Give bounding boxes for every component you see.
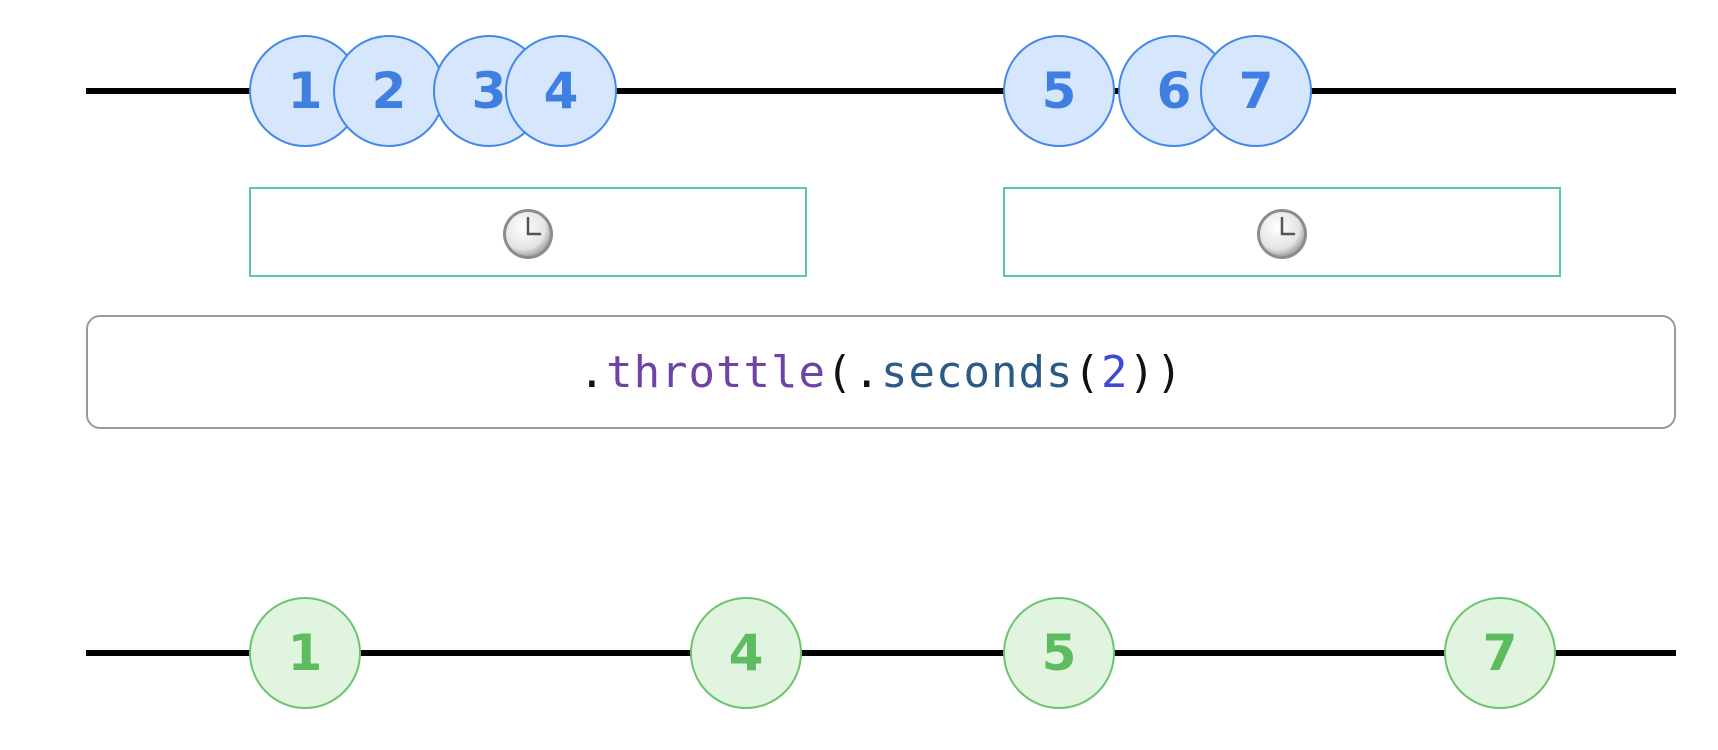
- input-timeline: [86, 88, 1676, 94]
- input-marble-1: 1: [249, 35, 361, 147]
- code-dot: .: [578, 346, 607, 398]
- input-marble-5: 5: [1003, 35, 1115, 147]
- throttle-window-2: [1003, 187, 1561, 277]
- input-marble-2: 2: [333, 35, 445, 147]
- code-paren-open: (: [826, 346, 854, 398]
- code-dot: .: [853, 346, 881, 398]
- output-marble-7: 7: [1444, 597, 1556, 709]
- code-paren-open: (: [1073, 346, 1101, 398]
- operator-box: .throttle(.seconds(2)): [86, 315, 1676, 429]
- output-marble-5: 5: [1003, 597, 1115, 709]
- input-marble-7: 7: [1200, 35, 1312, 147]
- input-marble-4: 4: [505, 35, 617, 147]
- code-member-seconds: seconds: [881, 346, 1074, 398]
- output-marble-4: 4: [690, 597, 802, 709]
- clock-icon: [1257, 209, 1307, 259]
- code-paren-close: )): [1128, 346, 1184, 398]
- code-method-throttle: throttle: [606, 346, 826, 398]
- output-timeline: [86, 650, 1676, 656]
- code-argument: 2: [1100, 346, 1129, 398]
- output-marble-1: 1: [249, 597, 361, 709]
- throttle-window-1: [249, 187, 807, 277]
- clock-icon: [503, 209, 553, 259]
- operator-code: .throttle(.seconds(2)): [579, 347, 1184, 398]
